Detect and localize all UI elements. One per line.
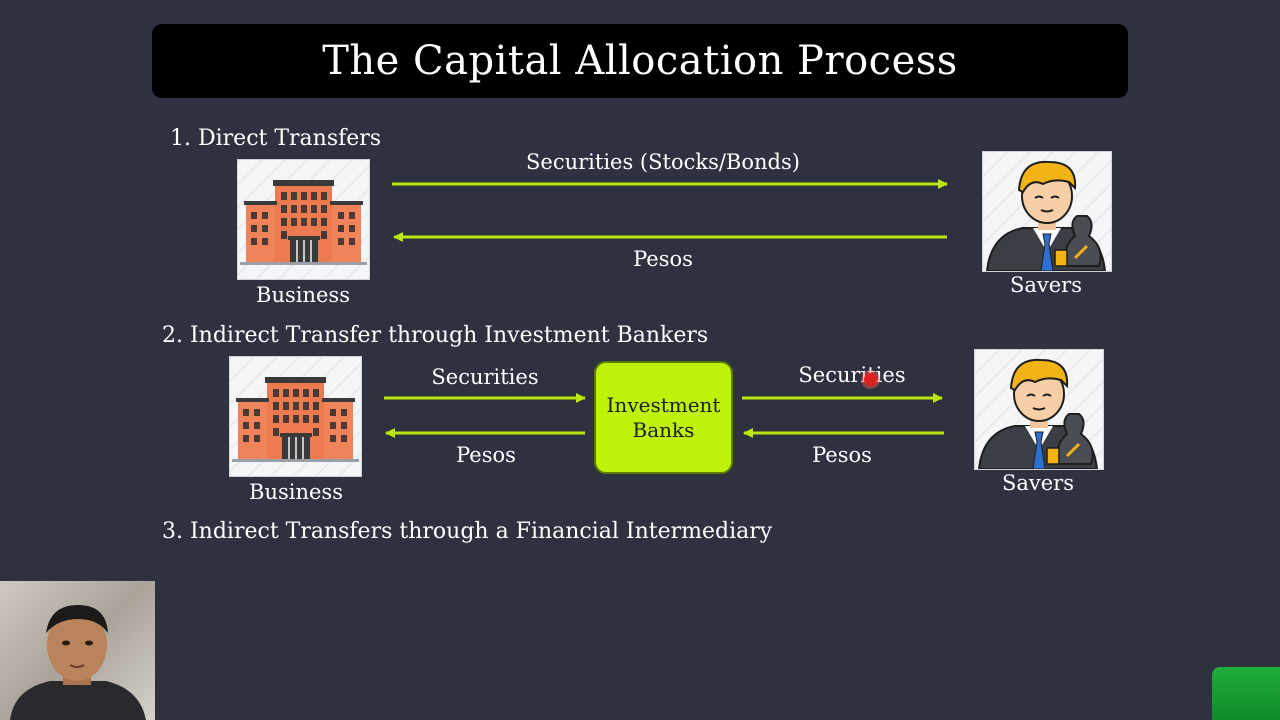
- section1-heading: 1. Direct Transfers: [170, 126, 382, 151]
- s2-right-securities-label: Securities: [798, 363, 906, 387]
- section3-heading: 3. Indirect Transfers through a Financia…: [162, 519, 773, 544]
- s1-business-label: Business: [256, 283, 350, 307]
- s2-right-pesos-label: Pesos: [812, 443, 872, 467]
- s1-pesos-label: Pesos: [633, 247, 693, 271]
- s1-securities-label: Securities (Stocks/Bonds): [526, 150, 800, 174]
- s2-left-securities-label: Securities: [431, 365, 539, 389]
- s1-savers-label: Savers: [1009, 273, 1082, 297]
- slide-title: The Capital Allocation Process: [322, 38, 958, 84]
- savers-icon: [982, 151, 1112, 272]
- investment-banks-box: Investment Banks: [594, 361, 733, 474]
- section2-heading: 2. Indirect Transfer through Investment …: [162, 323, 709, 348]
- s2-savers-label: Savers: [1001, 471, 1074, 495]
- s2-left-pesos-label: Pesos: [456, 443, 516, 467]
- business-icon: [229, 356, 362, 477]
- pointer-highlight: [864, 373, 877, 386]
- corner-logo: [1212, 667, 1280, 720]
- title-bar: The Capital Allocation Process: [152, 24, 1128, 98]
- presenter-webcam: [0, 581, 155, 720]
- business-icon: [237, 159, 370, 280]
- savers-icon: [974, 349, 1104, 470]
- investment-banks-label: Investment Banks: [606, 392, 721, 442]
- s2-business-label: Business: [249, 480, 343, 504]
